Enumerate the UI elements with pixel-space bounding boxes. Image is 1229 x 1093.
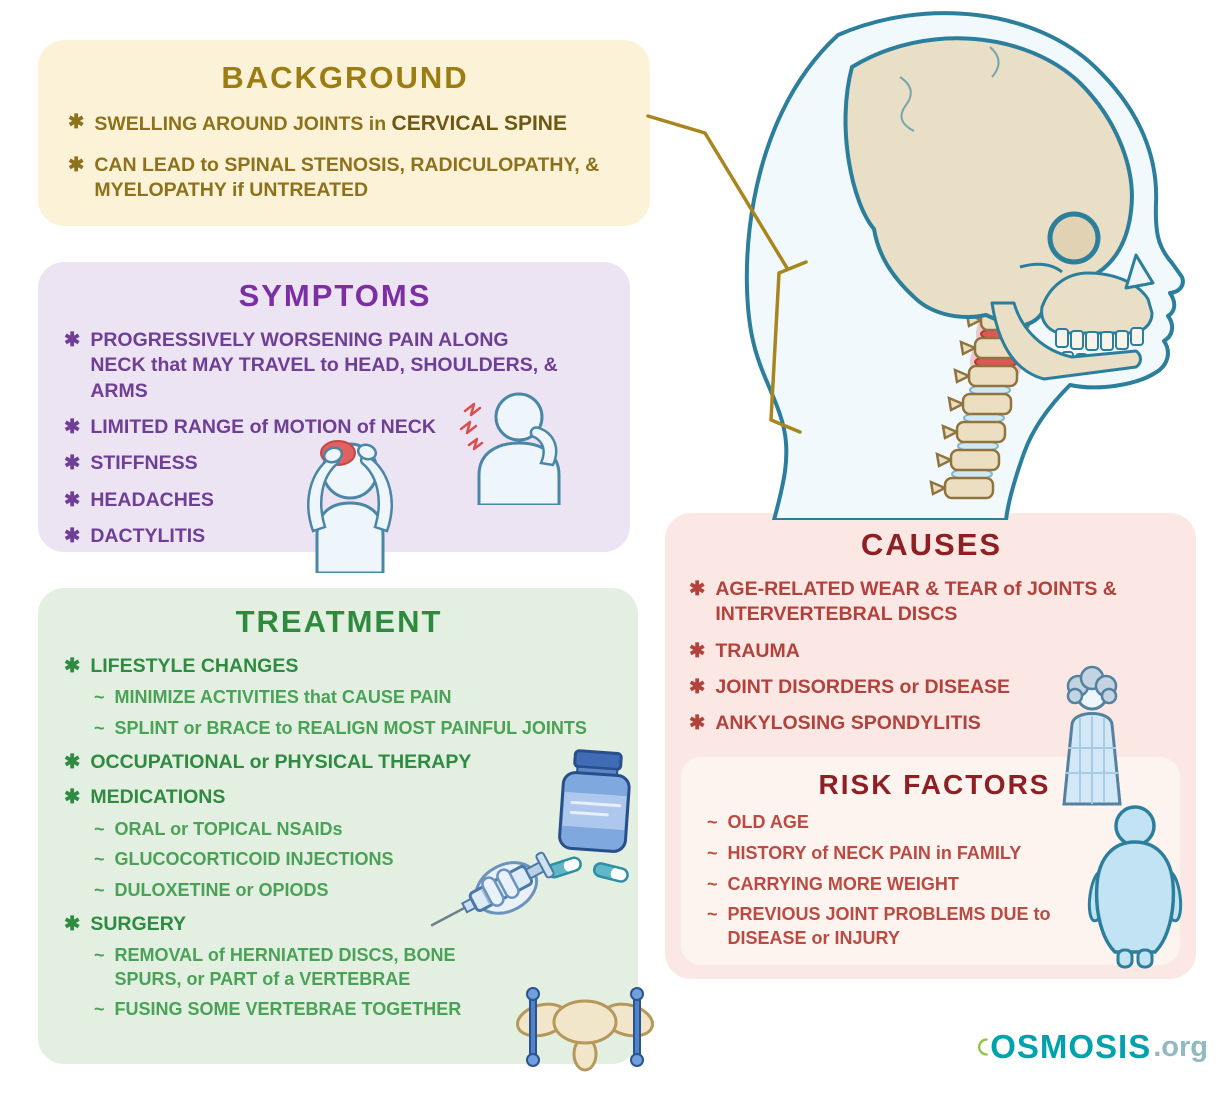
overweight-person-illustration [1085,800,1185,970]
upper-teeth [1055,327,1144,351]
cause-item: ✱JOINT DISORDERS or DISEASE [689,675,1174,700]
symptoms-title: SYMPTOMS [238,278,432,313]
causes-title: CAUSES [860,527,1003,562]
risk-factor-item: ~CARRYING MORE WEIGHT [707,873,1162,897]
treatment-subitem: ~SPLINT or BRACE to REALIGN MOST PAINFUL… [94,717,614,740]
tilde-bullet-icon: ~ [94,849,105,870]
star-bullet-icon: ✱ [64,525,81,548]
headache-person-illustration [285,423,415,575]
treatment-subitem: ~GLUCOCORTICOID INJECTIONS [94,848,614,871]
star-bullet-icon: ✱ [64,488,81,511]
symptom-item: ✱ DACTYLITIS [64,524,606,549]
screw-heads [526,987,644,1067]
nasal-aperture [1124,253,1155,290]
tilde-bullet-icon: ~ [94,717,105,738]
treatment-subitem: ~MINIMIZE ACTIVITIES that CAUSE PAIN [94,686,614,709]
syringe-injection-illustration [412,833,557,938]
treatment-subitem: ~DULOXETINE or OPIODS [94,879,614,902]
treatment-item: ✱OCCUPATIONAL or PHYSICAL THERAPY [64,750,614,775]
capsule-pills-illustration [537,845,642,890]
cause-item: ✱AGE-RELATED WEAR & TEAR of JOINTS & INT… [689,578,1117,626]
star-bullet-icon: ✱ [64,452,81,475]
osmosis-logo-text: OSMOSIS [990,1028,1152,1065]
treatment-item: ✱MEDICATIONS [64,785,614,810]
tilde-bullet-icon: ~ [707,873,718,894]
star-bullet-icon: ✱ [689,712,706,735]
star-bullet-icon: ✱ [64,912,81,935]
star-bullet-icon: ✱ [64,329,81,351]
tilde-bullet-icon: ~ [94,879,105,900]
tilde-bullet-icon: ~ [94,999,105,1020]
risk-factor-item: ~PREVIOUS JOINT PROBLEMS DUE to DISEASE … [707,904,1051,948]
star-bullet-icon: ✱ [68,111,85,133]
tilde-bullet-icon: ~ [94,818,105,839]
treatment-item: ✱LIFESTYLE CHANGES [64,654,614,679]
vertebra-fusion-hardware-illustration [500,980,670,1085]
skull-cervical-spine-illustration [690,5,1190,522]
star-bullet-icon: ✱ [64,416,81,439]
treatment-subitem: ~REMOVAL of HERNIATED DISCS, BONE SPURS,… [94,945,456,989]
maxilla [1040,271,1154,335]
treatment-item: ✱SURGERY [64,912,614,937]
osmosis-logo-suffix: .org [1153,1030,1208,1063]
tilde-bullet-icon: ~ [707,904,718,925]
risk-factors-title: RISK FACTORS [818,769,1051,800]
risk-factors-list: ~OLD AGE ~HISTORY of NECK PAIN in FAMILY… [707,811,1162,951]
pill-bottle-illustration [548,748,643,858]
background-title: BACKGROUND [221,60,469,95]
tilde-bullet-icon: ~ [94,687,105,708]
tilde-bullet-icon: ~ [707,812,718,832]
star-bullet-icon: ✱ [689,578,706,600]
osmosis-logo-mark [978,1038,988,1056]
background-list: ✱ SWELLING AROUND JOINTS in CERVICAL SPI… [68,110,622,204]
risk-factor-item: ~HISTORY of NECK PAIN in FAMILY [707,842,1162,866]
symptom-item: ✱ HEADACHES [64,488,606,513]
mandible [990,301,1142,381]
tilde-bullet-icon: ~ [94,945,105,966]
treatment-panel: TREATMENT ✱LIFESTYLE CHANGES ~MINIMIZE A… [38,588,638,1064]
background-bullet-2: ✱ CAN LEAD to SPINAL STENOSIS, RADICULOP… [68,153,622,204]
eye-socket [1047,211,1101,265]
risk-factor-item: ~OLD AGE [707,811,1162,835]
cervical-spine-label: CERVICAL SPINE [391,112,567,135]
symptoms-list: ✱ PROGRESSIVELY WORSENING PAIN ALONG NEC… [64,328,606,549]
symptom-item: ✱ STIFFNESS [64,451,606,476]
star-bullet-icon: ✱ [64,655,81,677]
treatment-title: TREATMENT [235,604,443,639]
background-bullet-1: ✱ SWELLING AROUND JOINTS in CERVICAL SPI… [68,110,622,138]
cause-item: ✱TRAUMA [689,639,1174,664]
elderly-person-illustration [1048,658,1136,806]
background-bullet-1-text: SWELLING AROUND JOINTS in [94,113,392,135]
star-bullet-icon: ✱ [689,639,706,662]
treatment-subitem: ~ORAL or TOPICAL NSAIDs [94,818,614,841]
symptom-item: ✱ LIMITED RANGE of MOTION of NECK [64,415,606,440]
causes-list: ✱AGE-RELATED WEAR & TEAR of JOINTS & INT… [689,577,1174,737]
cause-item: ✱ANKYLOSING SPONDYLITIS [689,711,1174,736]
background-panel: BACKGROUND ✱ SWELLING AROUND JOINTS in C… [38,40,650,226]
gray-hair [1066,665,1118,705]
pain-squiggles [459,402,484,451]
background-bullet-2-text: CAN LEAD to SPINAL STENOSIS, RADICULOPAT… [94,153,600,202]
treatment-list: ✱LIFESTYLE CHANGES ~MINIMIZE ACTIVITIES … [64,654,614,1022]
star-bullet-icon: ✱ [68,153,85,176]
symptom-item: ✱ PROGRESSIVELY WORSENING PAIN ALONG NEC… [64,329,558,402]
star-bullet-icon: ✱ [64,751,81,774]
treatment-subitem: ~FUSING SOME VERTEBRAE TOGETHER [94,998,614,1021]
star-bullet-icon: ✱ [64,786,81,809]
tilde-bullet-icon: ~ [707,842,718,863]
neck-pain-person-illustration [455,383,575,507]
osmosis-logo: OSMOSIS.org [978,1022,1208,1072]
star-bullet-icon: ✱ [689,676,706,699]
